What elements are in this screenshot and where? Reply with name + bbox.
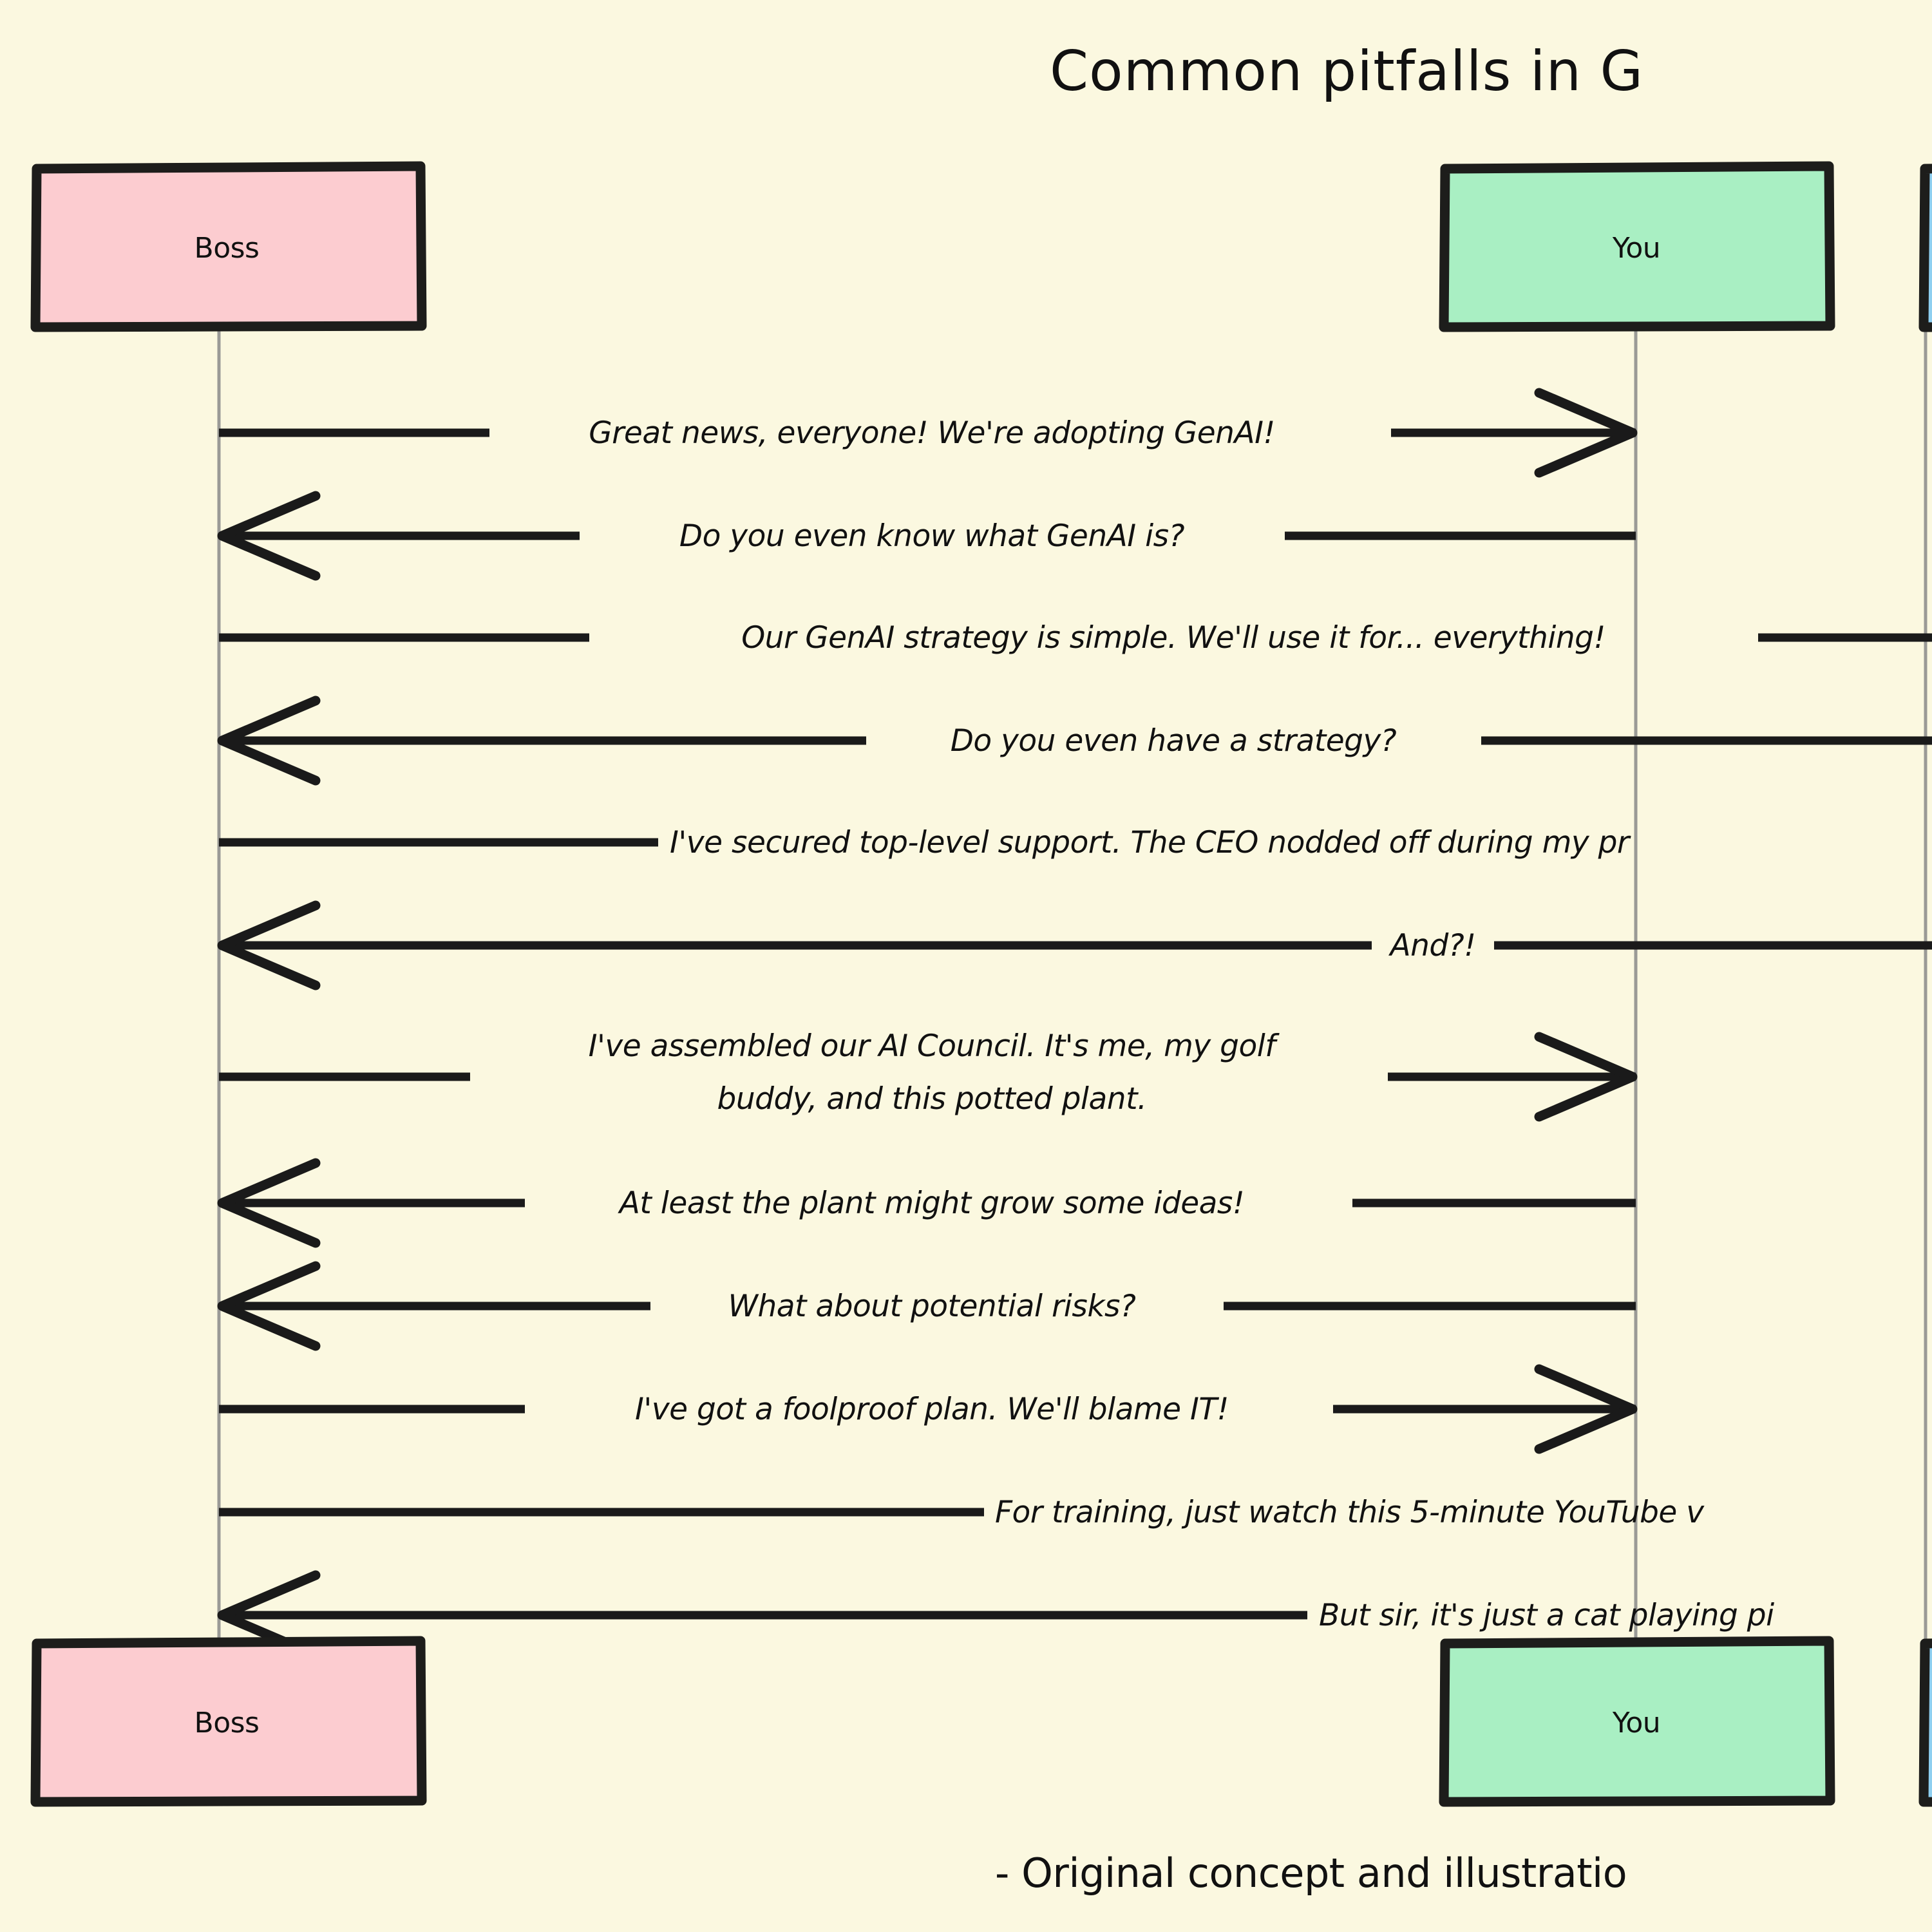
- participant-boxes-bottom: Boss You: [30, 1636, 1932, 1807]
- message-2: [217, 491, 1636, 581]
- message-label-8: At least the plant might grow some ideas…: [618, 1186, 1245, 1221]
- boss-box-bottom-border: [30, 1636, 427, 1807]
- message-1: [219, 388, 1638, 478]
- boss-box-bottom-label: Boss: [194, 1707, 260, 1739]
- arrowhead-right-icon: [1534, 1364, 1638, 1454]
- message-label-5: I've secured top-level support. The CEO …: [670, 825, 1631, 860]
- boss-box-bottom-fill: [35, 1641, 422, 1802]
- message-6: [217, 900, 1932, 990]
- message-label-10: I've got a foolproof plan. We'll blame I…: [635, 1392, 1229, 1427]
- lifelines: [217, 327, 1927, 1641]
- arrowhead-left-icon: [217, 1261, 321, 1351]
- message-label-4: Do you even have a strategy?: [951, 723, 1397, 759]
- arrowhead-left-icon: [217, 900, 321, 990]
- message-label-6: And?!: [1388, 928, 1475, 963]
- footer-credit: - Original concept and illustratio: [995, 1850, 1627, 1897]
- boss-box-top-label: Boss: [194, 232, 260, 265]
- boss-box-top-border: [30, 161, 427, 332]
- page-title: Common pitfalls in G: [1050, 39, 1643, 104]
- you-box-bottom-fill: [1444, 1641, 1830, 1802]
- you-box-top-label: You: [1612, 232, 1660, 265]
- message-label-9: What about potential risks?: [728, 1289, 1136, 1324]
- boss-box-top-fill: [35, 166, 422, 327]
- participant-box-third-top[interactable]: [1918, 164, 1932, 332]
- arrowhead-right-icon: [1534, 1032, 1638, 1122]
- participant-box-boss-bottom[interactable]: Boss: [30, 1636, 427, 1807]
- you-box-top-border: [1439, 161, 1835, 332]
- arrowhead-left-icon: [217, 491, 321, 581]
- third-box-top-border: [1918, 164, 1932, 332]
- messages-layer: [217, 388, 1932, 1660]
- message-9: [217, 1261, 1636, 1351]
- you-box-top-fill: [1444, 166, 1830, 327]
- message-label-1: Great news, everyone! We're adopting Gen…: [589, 415, 1275, 451]
- participant-box-boss-top[interactable]: Boss: [30, 161, 427, 332]
- participant-box-you-top[interactable]: You: [1439, 161, 1835, 332]
- arrowhead-right-icon: [1534, 388, 1638, 478]
- message-labels: Great news, everyone! We're adopting Gen…: [589, 415, 1775, 1633]
- message-7: [219, 1032, 1638, 1122]
- you-box-bottom-label: You: [1612, 1707, 1660, 1739]
- message-4: [217, 696, 1932, 786]
- message-8: [217, 1158, 1636, 1248]
- message-10: [219, 1364, 1638, 1454]
- message-label-11: For training, just watch this 5-minute Y…: [995, 1495, 1705, 1530]
- third-box-bottom-border: [1918, 1638, 1932, 1807]
- you-box-bottom-border: [1439, 1636, 1835, 1807]
- arrowhead-left-icon: [217, 696, 321, 786]
- message-label-7-line2: buddy, and this potted plant.: [717, 1081, 1147, 1117]
- participant-box-you-bottom[interactable]: You: [1439, 1636, 1835, 1807]
- arrowhead-left-icon: [217, 1158, 321, 1248]
- message-label-3: Our GenAI strategy is simple. We'll use …: [741, 620, 1605, 656]
- message-label-12: But sir, it's just a cat playing pi: [1319, 1598, 1774, 1633]
- participant-boxes-top: Boss You: [30, 161, 1932, 332]
- message-label-7-line1: I've assembled our AI Council. It's me, …: [589, 1028, 1280, 1064]
- message-label-2: Do you even know what GenAI is?: [679, 518, 1185, 554]
- participant-box-third-bottom[interactable]: [1918, 1638, 1932, 1807]
